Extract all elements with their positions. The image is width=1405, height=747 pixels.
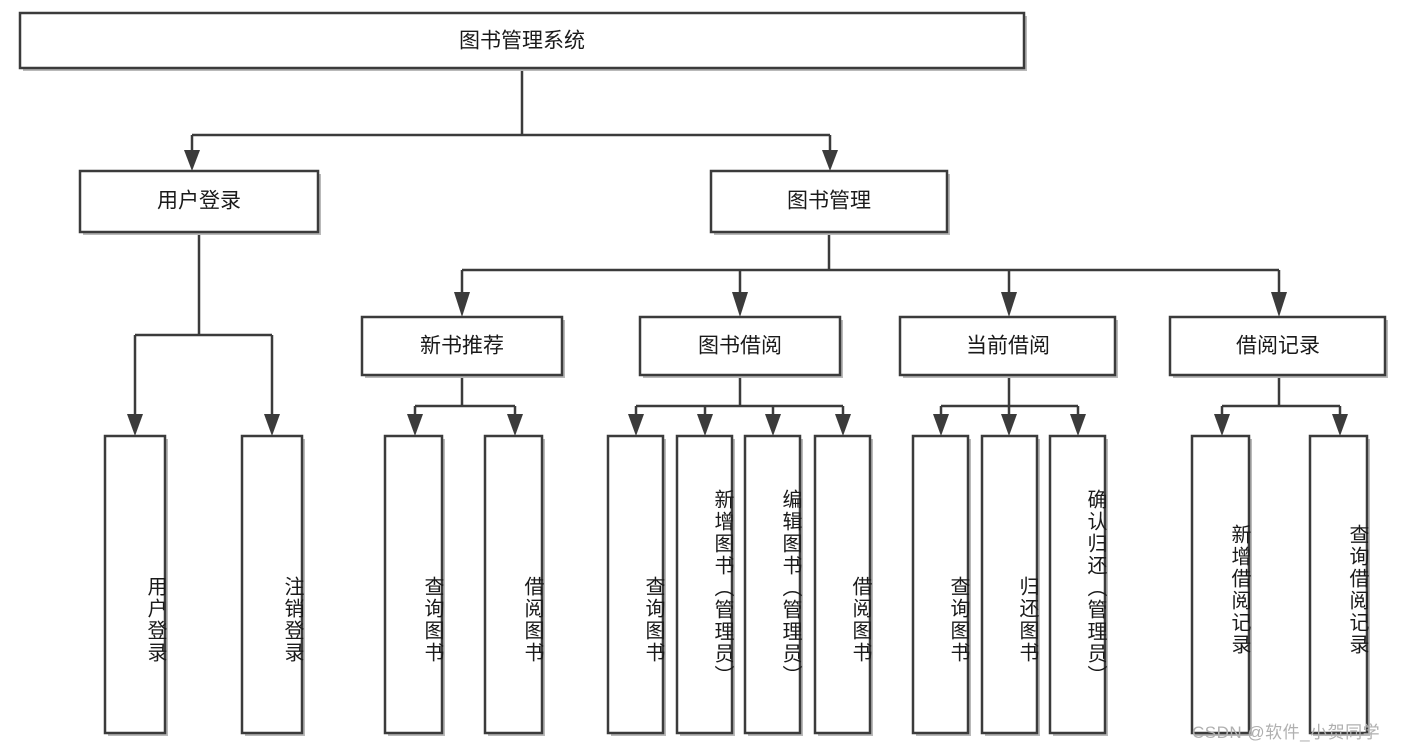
node-new-book-recommendation-label: 新书推荐 bbox=[420, 335, 504, 358]
node-current-borrow-label: 当前借阅 bbox=[966, 335, 1050, 358]
node-leaf-edit-book-admin-box[interactable] bbox=[743, 434, 802, 735]
arrow-head-leaf-return-book bbox=[1001, 414, 1017, 436]
node-leaf-query-book-a-box[interactable] bbox=[383, 434, 444, 735]
arrow-head-leaf-query-book-a bbox=[407, 414, 423, 436]
node-leaf-query-book-b-box[interactable] bbox=[606, 434, 665, 735]
arrow-head-borrow-record bbox=[1271, 292, 1287, 317]
arrow-head-leaf-add-book bbox=[697, 414, 713, 436]
node-leaf-query-record-box[interactable] bbox=[1308, 434, 1369, 735]
arrow-head-leaf-query-record bbox=[1332, 414, 1348, 436]
arrow-head-leaf-borrow-book-b bbox=[835, 414, 851, 436]
node-book-borrow-box[interactable] bbox=[638, 315, 842, 377]
arrow-head-leaf-query-book-b bbox=[628, 414, 644, 436]
node-book-management-box[interactable] bbox=[709, 169, 949, 234]
arrow-head-leaf-add-record bbox=[1214, 414, 1230, 436]
node-leaf-logout-box[interactable] bbox=[240, 434, 304, 735]
node-leaf-add-record-box[interactable] bbox=[1190, 434, 1251, 735]
node-layer: 图书管理系统 用户登录 图书管理 新书推荐 图书借阅 当前借阅 借阅记录 bbox=[18, 11, 1388, 736]
arrow-head-leaf-query-book-c bbox=[933, 414, 949, 436]
connector-layer bbox=[127, 68, 1348, 436]
arrow-head-leaf-borrow-book-a bbox=[507, 414, 523, 436]
arrow-head-book-borrow bbox=[732, 292, 748, 317]
node-root-box[interactable] bbox=[18, 11, 1026, 70]
node-user-login-label: 用户登录 bbox=[157, 190, 241, 213]
arrow-head-leaf-confirm-return bbox=[1070, 414, 1086, 436]
node-current-borrow-box[interactable] bbox=[898, 315, 1117, 377]
csdn-watermark: CSDN @软件_小贺同学 bbox=[1192, 723, 1381, 742]
node-leaf-user-login-box[interactable] bbox=[103, 434, 167, 735]
node-book-borrow-label: 图书借阅 bbox=[698, 335, 782, 358]
node-leaf-borrow-book-b-box[interactable] bbox=[813, 434, 872, 735]
node-root-label: 图书管理系统 bbox=[459, 30, 585, 53]
arrow-head-leaf-logout bbox=[264, 414, 280, 436]
arrow-head-leaf-edit-book bbox=[765, 414, 781, 436]
node-borrow-record-box[interactable] bbox=[1168, 315, 1387, 377]
arrow-head-user-login bbox=[184, 150, 200, 171]
arrow-head-current-borrow bbox=[1001, 292, 1017, 317]
node-user-login-box[interactable] bbox=[78, 169, 320, 234]
arrow-head-new-book-rec bbox=[454, 292, 470, 317]
node-borrow-record-label: 借阅记录 bbox=[1236, 335, 1320, 358]
node-leaf-query-book-c-box[interactable] bbox=[911, 434, 970, 735]
node-new-book-recommendation-box[interactable] bbox=[360, 315, 564, 377]
node-leaf-return-book-box[interactable] bbox=[980, 434, 1039, 735]
arrow-head-book-mgmt bbox=[822, 150, 838, 171]
node-leaf-borrow-book-a-box[interactable] bbox=[483, 434, 544, 735]
node-leaf-add-book-admin-box[interactable] bbox=[675, 434, 734, 735]
arrow-head-leaf-user-login bbox=[127, 414, 143, 436]
node-book-management-label: 图书管理 bbox=[787, 190, 871, 213]
node-leaf-confirm-return-admin-box[interactable] bbox=[1048, 434, 1107, 735]
